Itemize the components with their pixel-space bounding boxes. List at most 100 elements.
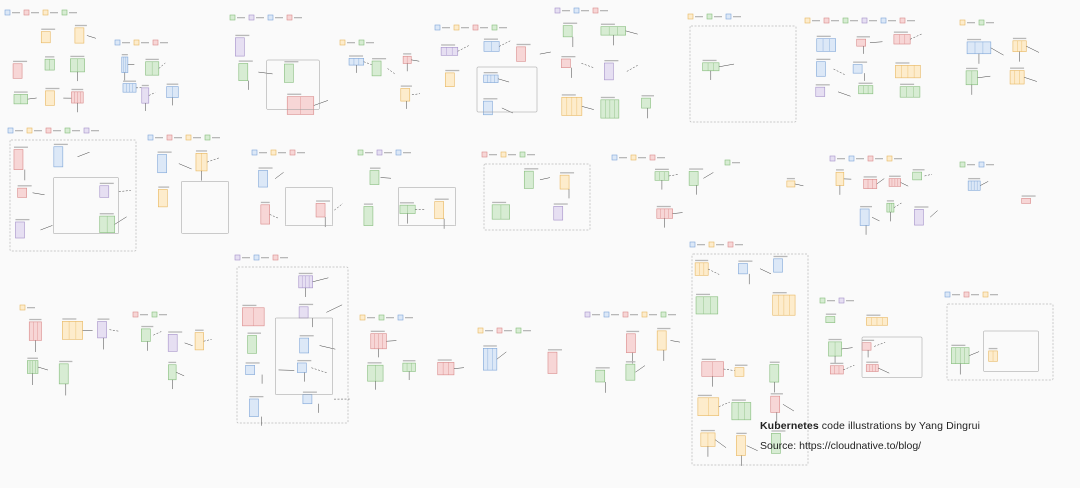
diagram-label-mark [967,164,975,166]
diagram-connector [714,439,727,448]
legend-swatch [959,19,966,26]
diagram-label-mark [141,325,154,328]
diagram-connector [871,216,880,222]
diagram-label-mark [297,152,305,154]
diagram-label-mark [168,331,183,333]
diagram-label-mark [657,157,665,159]
diagram-label-mark [630,314,638,316]
diagram-label-mark [1012,37,1027,40]
diagram-label-mark [815,84,830,86]
diagram-node [260,204,270,225]
diagram-label-mark [405,317,413,319]
diagram-label-mark [17,185,32,187]
legend-swatch [641,311,648,318]
diagram-label-mark [889,175,901,177]
diagram-label-mark [400,85,412,87]
diagram-connector [1024,77,1037,82]
legend-swatch [982,291,989,298]
diagram-label-mark [53,130,61,132]
legend-swatch [481,151,488,158]
diagram-connector [269,214,279,219]
caption-title-strong: Kubernetes [760,420,819,432]
diagram-connector [40,225,53,231]
diagram-label-mark [830,362,844,365]
legend-swatch [978,161,985,168]
diagram-node [562,25,573,38]
diagram-label-mark [284,61,299,63]
diagram-label-mark [483,38,498,40]
legend-swatch [861,17,868,24]
diagram-label-mark [386,317,394,319]
diagram-label-mark [770,393,783,395]
diagram-label-mark [72,130,80,132]
diagram-connector [411,59,420,62]
diagram-connector [457,45,469,52]
diagram-label-mark [863,176,877,178]
diagram-node [13,149,24,170]
diagram-label-mark [649,314,657,316]
legend-swatch [823,17,830,24]
legend-swatch [491,24,498,31]
legend-swatch [64,127,71,134]
diagram-node [444,72,455,87]
diagram-label-mark [489,154,497,156]
diagram-node [914,209,924,226]
diagram-node [771,433,781,454]
diagram-label-mark [157,151,172,153]
diagram-label-mark [816,35,831,37]
legend-swatch [630,154,637,161]
diagram-node [893,34,911,45]
diagram-node [770,395,781,413]
diagram-label-mark [668,314,676,316]
diagram-label-mark [13,60,28,63]
legend-swatch [83,127,90,134]
legend-swatch [26,127,33,134]
diagram-connector [387,68,396,75]
diagram-connector [498,78,510,83]
diagram-node [773,258,783,273]
diagram-label-mark [59,360,73,363]
diagram-connector [127,63,135,66]
legend-swatch [19,304,26,311]
diagram-label-mark [912,169,925,171]
diagram-node [483,348,498,371]
diagram-connector [37,366,49,371]
diagram-connector [874,342,886,347]
diagram-connector [723,368,735,371]
diagram-node [434,201,445,220]
legend-swatch [133,39,140,46]
legend-swatch [267,14,274,21]
diagram-label-mark [846,300,854,302]
diagram-frame [181,181,229,234]
diagram-label-mark [242,257,250,259]
diagram-node [829,365,844,375]
legend-swatch [152,39,159,46]
diagram-connector [496,351,507,360]
legend-swatch [42,9,49,16]
diagram-label-mark [29,318,42,321]
diagram-connector [178,163,192,170]
diagram-label-mark [91,130,99,132]
diagram-connector [499,40,511,47]
legend-swatch [725,13,732,20]
diagram-label-mark [850,20,858,22]
diagram-label-mark [988,347,998,350]
diagram-label-mark [827,300,835,302]
diagram-node [835,171,845,186]
diagram-label-mark [480,27,488,29]
diagram-connector [326,304,343,313]
diagram-label-mark [399,202,414,204]
diagram-label-mark [581,10,589,12]
legend-swatch [867,155,874,162]
diagram-label-mark [249,395,264,398]
diagram-label-mark [74,24,87,27]
diagram-connector [626,64,639,72]
diagram-label-mark [638,157,646,159]
diagram-label-mark [967,22,975,24]
diagram-connector [386,340,397,342]
diagram-label-mark [697,244,705,246]
diagram-label-mark [837,158,845,160]
diagram-node [1009,70,1025,85]
diagram-node [158,189,168,208]
